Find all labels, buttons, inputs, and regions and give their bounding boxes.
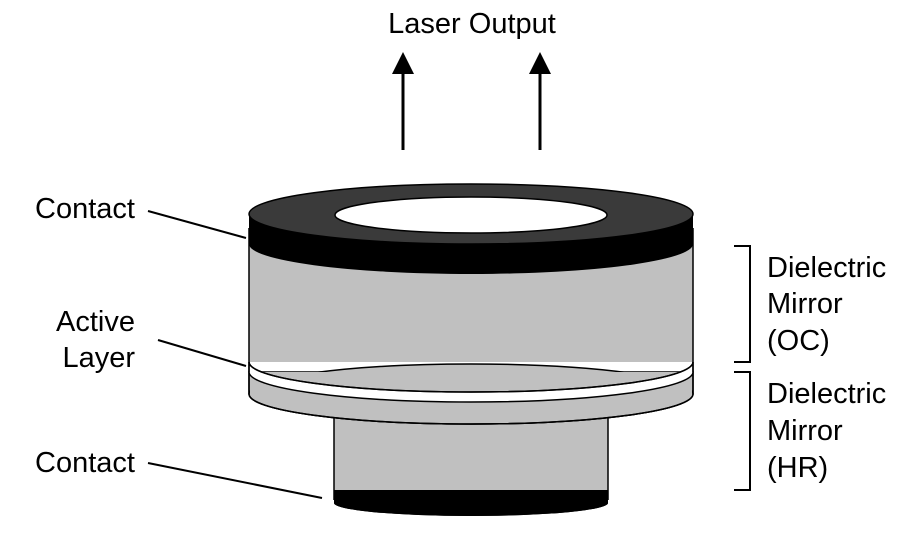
mirror-oc-label-line1: Dielectric xyxy=(767,252,886,284)
output-arrow-left-head xyxy=(392,52,414,74)
leader-lines xyxy=(147,210,323,499)
leader-contact-bottom xyxy=(147,462,323,499)
laser-output-label: Laser Output xyxy=(388,8,556,40)
brackets xyxy=(734,245,751,491)
contact-bottom-label: Contact xyxy=(35,447,135,479)
active-layer-label-line1: Active xyxy=(56,306,135,338)
hr-mirror-body xyxy=(334,410,608,500)
laser-output-arrows xyxy=(392,52,551,150)
output-aperture xyxy=(334,196,608,234)
bottom-post xyxy=(333,410,609,516)
bracket-oc xyxy=(734,245,751,363)
top-contact xyxy=(248,183,694,274)
mirror-oc-label-line3: (OC) xyxy=(767,325,830,357)
mirror-hr-label-line1: Dielectric xyxy=(767,378,886,410)
mirror-hr-label-line2: Mirror xyxy=(767,415,843,447)
mirror-oc-label-line2: Mirror xyxy=(767,288,843,320)
leader-contact-top xyxy=(147,210,247,239)
bracket-hr xyxy=(734,371,751,491)
leader-active-layer xyxy=(157,339,247,367)
output-arrow-right-head xyxy=(529,52,551,74)
mirror-hr-label-line3: (HR) xyxy=(767,452,828,484)
active-layer-label-line2: Layer xyxy=(62,342,135,374)
contact-top-label: Contact xyxy=(35,193,135,225)
